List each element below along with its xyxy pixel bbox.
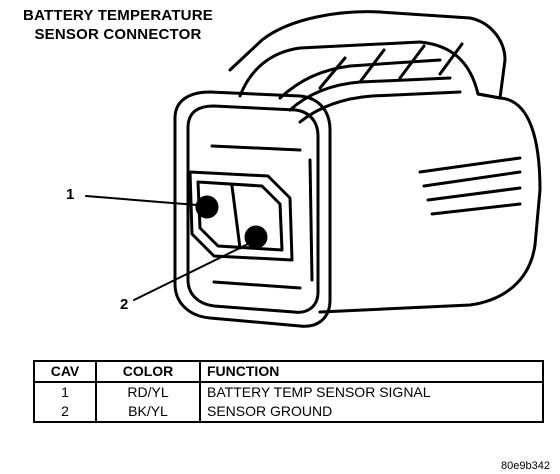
front-bottom-rib (212, 280, 302, 290)
side-rib-4 (430, 202, 522, 216)
cavity-divider (230, 184, 242, 250)
callout-2-label: 2 (120, 296, 129, 313)
table-row: 1 RD/YL BATTERY TEMP SENSOR SIGNAL (33, 382, 544, 402)
side-rib-3 (426, 186, 522, 202)
cell-color: RD/YL (95, 382, 201, 402)
latch-ridge-1 (278, 58, 442, 100)
cell-cav: 2 (33, 402, 97, 423)
latch-slot-3 (398, 44, 426, 80)
cavity-housing (188, 170, 294, 262)
front-shell-inner (186, 104, 320, 314)
pinout-table: CAV COLOR FUNCTION 1 RD/YL BATTERY TEMP … (33, 360, 544, 423)
cell-function: SENSOR GROUND (199, 402, 544, 423)
connector-drawing (85, 10, 542, 328)
table-row: 2 BK/YL SENSOR GROUND (33, 402, 544, 423)
latch-slot-2 (358, 48, 386, 84)
callout-2-leader (133, 243, 249, 301)
header-function: FUNCTION (199, 360, 544, 383)
table-header-row: CAV COLOR FUNCTION (33, 360, 544, 383)
cavity-1-pin (195, 195, 219, 219)
figure-code: 80e9b342 (501, 460, 550, 472)
front-right-rib (308, 158, 314, 282)
connector-side-body (318, 92, 542, 314)
cell-cav: 1 (33, 382, 97, 402)
callout-1-leader (85, 195, 198, 206)
cell-color: BK/YL (95, 402, 201, 423)
front-top-rib (210, 144, 302, 152)
latch-slot-4 (438, 42, 464, 76)
latch-slot-1 (318, 56, 347, 90)
callout-1-label: 1 (66, 186, 75, 203)
header-cav: CAV (33, 360, 97, 383)
cavity-2-pin (244, 225, 268, 249)
side-rib-2 (422, 170, 522, 188)
cavity-housing-inner (196, 180, 284, 252)
side-rib-1 (418, 156, 522, 174)
latch-ridge-3 (298, 90, 462, 124)
title-line-1: BATTERY TEMPERATURE (23, 7, 213, 24)
front-shell (173, 90, 332, 328)
connector-rear-body (228, 10, 507, 100)
header-color: COLOR (95, 360, 201, 383)
title-line-2: SENSOR CONNECTOR (34, 26, 202, 43)
diagram-title: BATTERY TEMPERATURE SENSOR CONNECTOR (8, 6, 228, 44)
cell-function: BATTERY TEMP SENSOR SIGNAL (199, 382, 544, 402)
